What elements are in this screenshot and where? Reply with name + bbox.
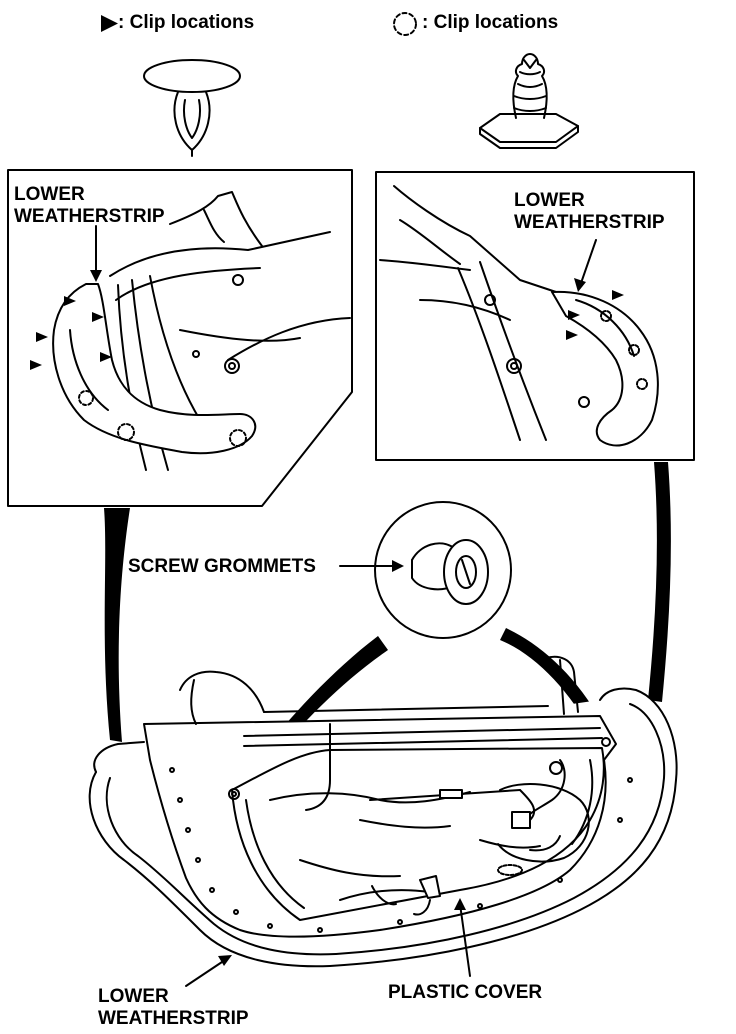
triangle-clip-icon [101,15,118,32]
push-clip-illustration [143,59,241,157]
right-weatherstrip-label: LOWER WEATHERSTRIP [514,190,665,234]
screw-grommets-label: SCREW GROMMETS [128,556,316,578]
right-weatherstrip-label-line1: LOWER [514,190,585,211]
screw-grommets-label-text: SCREW GROMMETS [128,556,316,577]
fir-tree-clip-illustration [479,53,579,149]
legend-circle-clip: : Clip locations [422,12,558,34]
right-detail-panel [375,171,695,461]
left-weatherstrip-label-line1: LOWER [14,184,85,205]
screw-grommet-inset [339,501,512,639]
right-weatherstrip-label-line2: WEATHERSTRIP [514,212,665,233]
legend-triangle-clip-label: : Clip locations [118,12,255,33]
legend-circle-clip-label: : Clip locations [422,12,559,33]
bottom-weatherstrip-label-line2: WEATHERSTRIP [98,1008,249,1029]
left-detail-panel [7,169,353,507]
left-weatherstrip-label: LOWER WEATHERSTRIP [14,184,165,228]
plastic-cover-label-text: PLASTIC COVER [388,982,543,1003]
main-door-illustration [88,655,678,987]
dashed-circle-clip-icon [393,12,417,36]
legend-triangle-clip: : Clip locations [118,12,254,34]
bottom-weatherstrip-label: LOWER WEATHERSTRIP [98,986,249,1030]
bottom-weatherstrip-label-line1: LOWER [98,986,169,1007]
plastic-cover-label: PLASTIC COVER [388,982,542,1004]
left-weatherstrip-label-line2: WEATHERSTRIP [14,206,165,227]
